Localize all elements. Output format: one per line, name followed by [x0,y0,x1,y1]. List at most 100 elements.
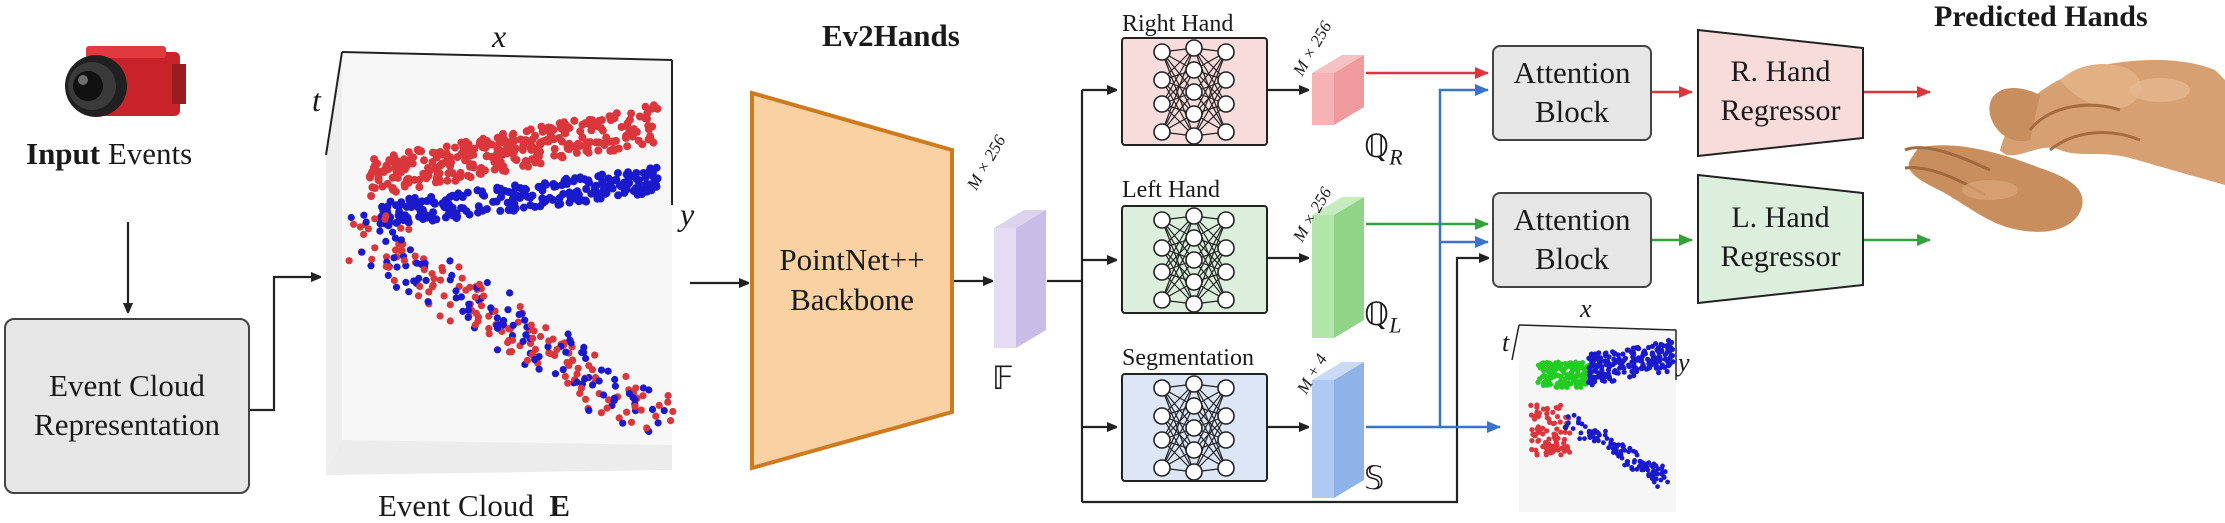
cloud-point [654,419,662,427]
cloud-point [588,381,597,389]
cloud-point [1544,411,1550,417]
cloud-point [1569,363,1575,369]
cloud-point [605,396,613,404]
tensor-ql [1312,197,1364,338]
cloud-point [1593,369,1599,375]
cloud-point [592,181,601,190]
cloud-point [537,122,546,131]
cloud-point [1615,352,1621,358]
cloud-point [549,135,558,144]
cloud-point [545,337,553,345]
cloud-point [360,211,368,219]
cloud-point [384,271,392,279]
cloud-point [570,116,579,125]
cloud-point [629,125,638,134]
cloud-point [1534,426,1540,432]
cloud-point [1658,341,1664,348]
cloud-point [1603,361,1609,367]
cloud-point [573,370,581,378]
cloud-point [1582,366,1588,372]
cloud-point [576,175,585,184]
cloud-point [1560,445,1566,451]
cloud-point [1668,344,1674,351]
cloud-point [382,253,391,261]
cloud-point [553,346,561,354]
cloud-point [500,321,508,329]
cloud-point [519,203,528,212]
cloud-point [614,191,623,200]
event-cloud-representation-box: Event Cloud Representation [4,318,250,494]
cloud-point [493,145,502,154]
cloud-point [531,202,539,211]
cloud-point [510,147,518,156]
cloud-point [1550,448,1556,455]
cloud-point [508,336,517,344]
cloud-point [1624,347,1630,353]
input-events-rest: Events [100,136,193,171]
cloud-point [445,158,454,167]
cloud-point [471,321,479,329]
cloud-point [1664,368,1670,375]
cloud-point [1627,445,1633,451]
cloud-point [1599,377,1606,383]
event-cloud-axis-x: x [492,18,507,54]
cloud-point [577,384,586,392]
cloud-point [1637,358,1643,364]
predicted-hands-title: Predicted Hands [1934,0,2148,33]
cloud-point [568,357,577,365]
feature-symbol: 𝔽 [992,359,1014,397]
cloud-point [439,267,447,275]
cloud-point [446,301,454,309]
cloud-point [442,142,451,151]
cloud-point [464,313,472,321]
cloud-point [1587,435,1593,440]
cloud-point [500,139,509,147]
cloud-point [1590,363,1596,369]
cloud-point [1553,360,1559,366]
cloud-point [429,208,438,217]
cloud-point [493,321,501,329]
cloud-point [345,257,353,265]
cloud-point [597,409,606,417]
cloud-point [593,194,602,203]
cloud-point [597,366,606,374]
cloud-point [1594,436,1600,441]
cloud-point [444,169,453,178]
cloud-point [550,151,559,160]
cloud-point [1656,370,1662,376]
cloud-point [585,362,593,370]
cloud-point [1629,368,1635,375]
right-hand-regressor [1697,28,1864,158]
cloud-point [477,302,485,310]
cloud-point [623,119,632,128]
cloud-point [409,153,418,162]
cloud-point [391,234,399,242]
cloud-point [1576,420,1581,426]
cloud-point [556,152,565,160]
cloud-point [459,307,467,315]
cloud-point [490,158,499,166]
cloud-point [1536,410,1542,416]
cloud-point [1662,352,1668,358]
cloud-point [1619,455,1625,461]
event-cloud-plot [325,51,677,475]
cloud-point [551,370,560,378]
cloud-point [559,190,568,198]
cloud-point [522,127,531,136]
cloud-point [523,356,532,365]
cloud-point [431,178,440,187]
cloud-point [638,190,646,199]
cloud-point [1532,433,1538,439]
right-regressor-line1: R. Hand [1730,55,1831,88]
cloud-point [1553,405,1559,411]
cloud-point [560,118,569,127]
cloud-point [1592,379,1598,385]
cloud-point [1665,363,1671,369]
cloud-point [523,192,532,201]
cloud-point [1554,414,1561,420]
cloud-point [392,201,400,210]
cloud-point [350,220,358,228]
cloud-point [1578,430,1584,436]
cloud-point [1532,416,1538,422]
